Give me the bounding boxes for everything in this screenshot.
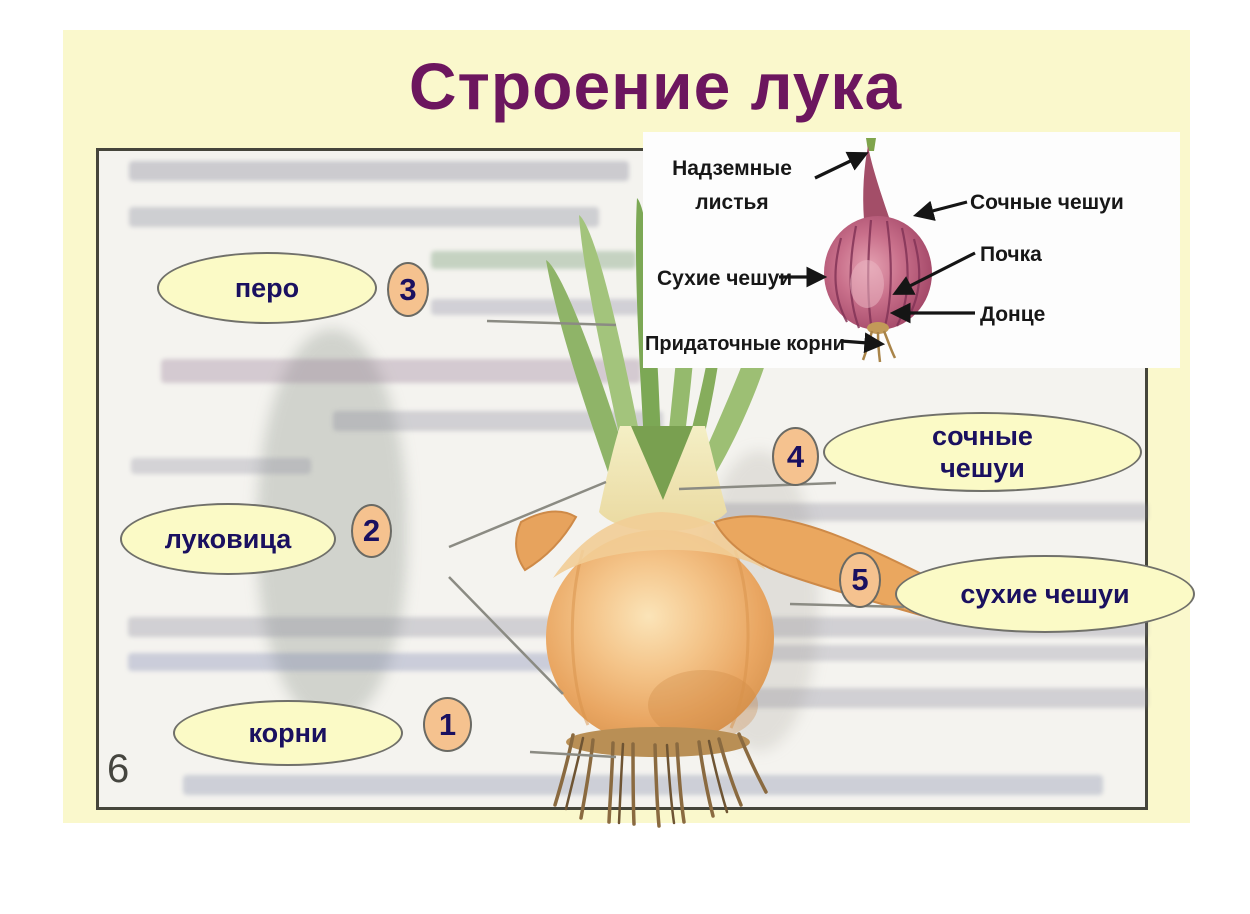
red-onion-neck [863,146,890,220]
number-circle-5: 5 [839,552,881,608]
faded-text-row [131,458,311,474]
number-circle-1: 1 [423,697,472,752]
label-oval-sochnye-cheshui: сочные чешуи [823,412,1142,492]
red-onion-inset: Надземные листья Сочные чешуи Сухие чешу… [643,132,1180,368]
watermark-smudge [699,451,819,751]
faded-text-row [129,207,599,227]
oval-label-text: луковица [164,523,292,554]
faded-text-row [683,688,1148,708]
inset-label-pridatochnye-korni: Придаточные корни [645,333,845,355]
arrow-nadzemnye [814,151,869,180]
red-onion-roots [861,330,897,363]
oval-label-text: сочные чешуи [932,420,1033,483]
number-circle-3: 3 [387,262,429,317]
faded-text-row [703,645,1148,661]
circle-number-text: 1 [438,706,457,742]
arrow-pridatochnye [840,332,886,354]
number-circle-2: 2 [351,504,392,558]
inset-label-sochnye-cheshui: Сочные чешуи [970,191,1124,214]
number-circle-4: 4 [772,427,819,486]
inset-arrows [779,151,976,354]
oval-label-text: корни [248,717,328,748]
label-oval-pero: перо [157,252,377,324]
arrow-pochka [892,251,976,295]
label-oval-korni: корни [173,700,403,766]
inset-label-sukhie-cheshui: Сухие чешуи [657,267,793,290]
circle-number-text: 2 [362,513,381,548]
red-onion-green-tip [866,138,876,151]
circle-number-text: 5 [851,562,869,597]
oval-label-text: сухие чешуи [960,578,1130,609]
oval-label-text: перо [234,272,300,303]
inset-label-pochka: Почка [980,243,1042,266]
slide-background: Строение лука 6 [63,30,1195,828]
scan-page-number: 6 [107,747,130,791]
label-oval-lukovitsa: луковица [120,503,336,575]
inset-label-dontse: Донце [980,303,1046,326]
circle-number-text: 3 [399,271,417,307]
faded-text-row [333,411,663,431]
red-onion-drawing [779,138,976,363]
red-onion-highlight [850,260,884,308]
faded-text-row [161,359,641,383]
arrow-sochnye [912,200,968,221]
label-oval-sukhie-cheshui: сухие чешуи [895,555,1195,633]
faded-text-row [431,251,636,269]
faded-text-row [431,299,641,315]
faded-text-row [183,775,1103,795]
inset-label-nadzemnye-listya: Надземные листья [672,157,792,214]
slide-title: Строение лука [408,49,903,123]
faded-text-row [129,161,629,181]
circle-number-text: 4 [786,438,805,474]
faded-text-row [128,653,608,671]
red-onion-basal-plate [867,322,889,334]
